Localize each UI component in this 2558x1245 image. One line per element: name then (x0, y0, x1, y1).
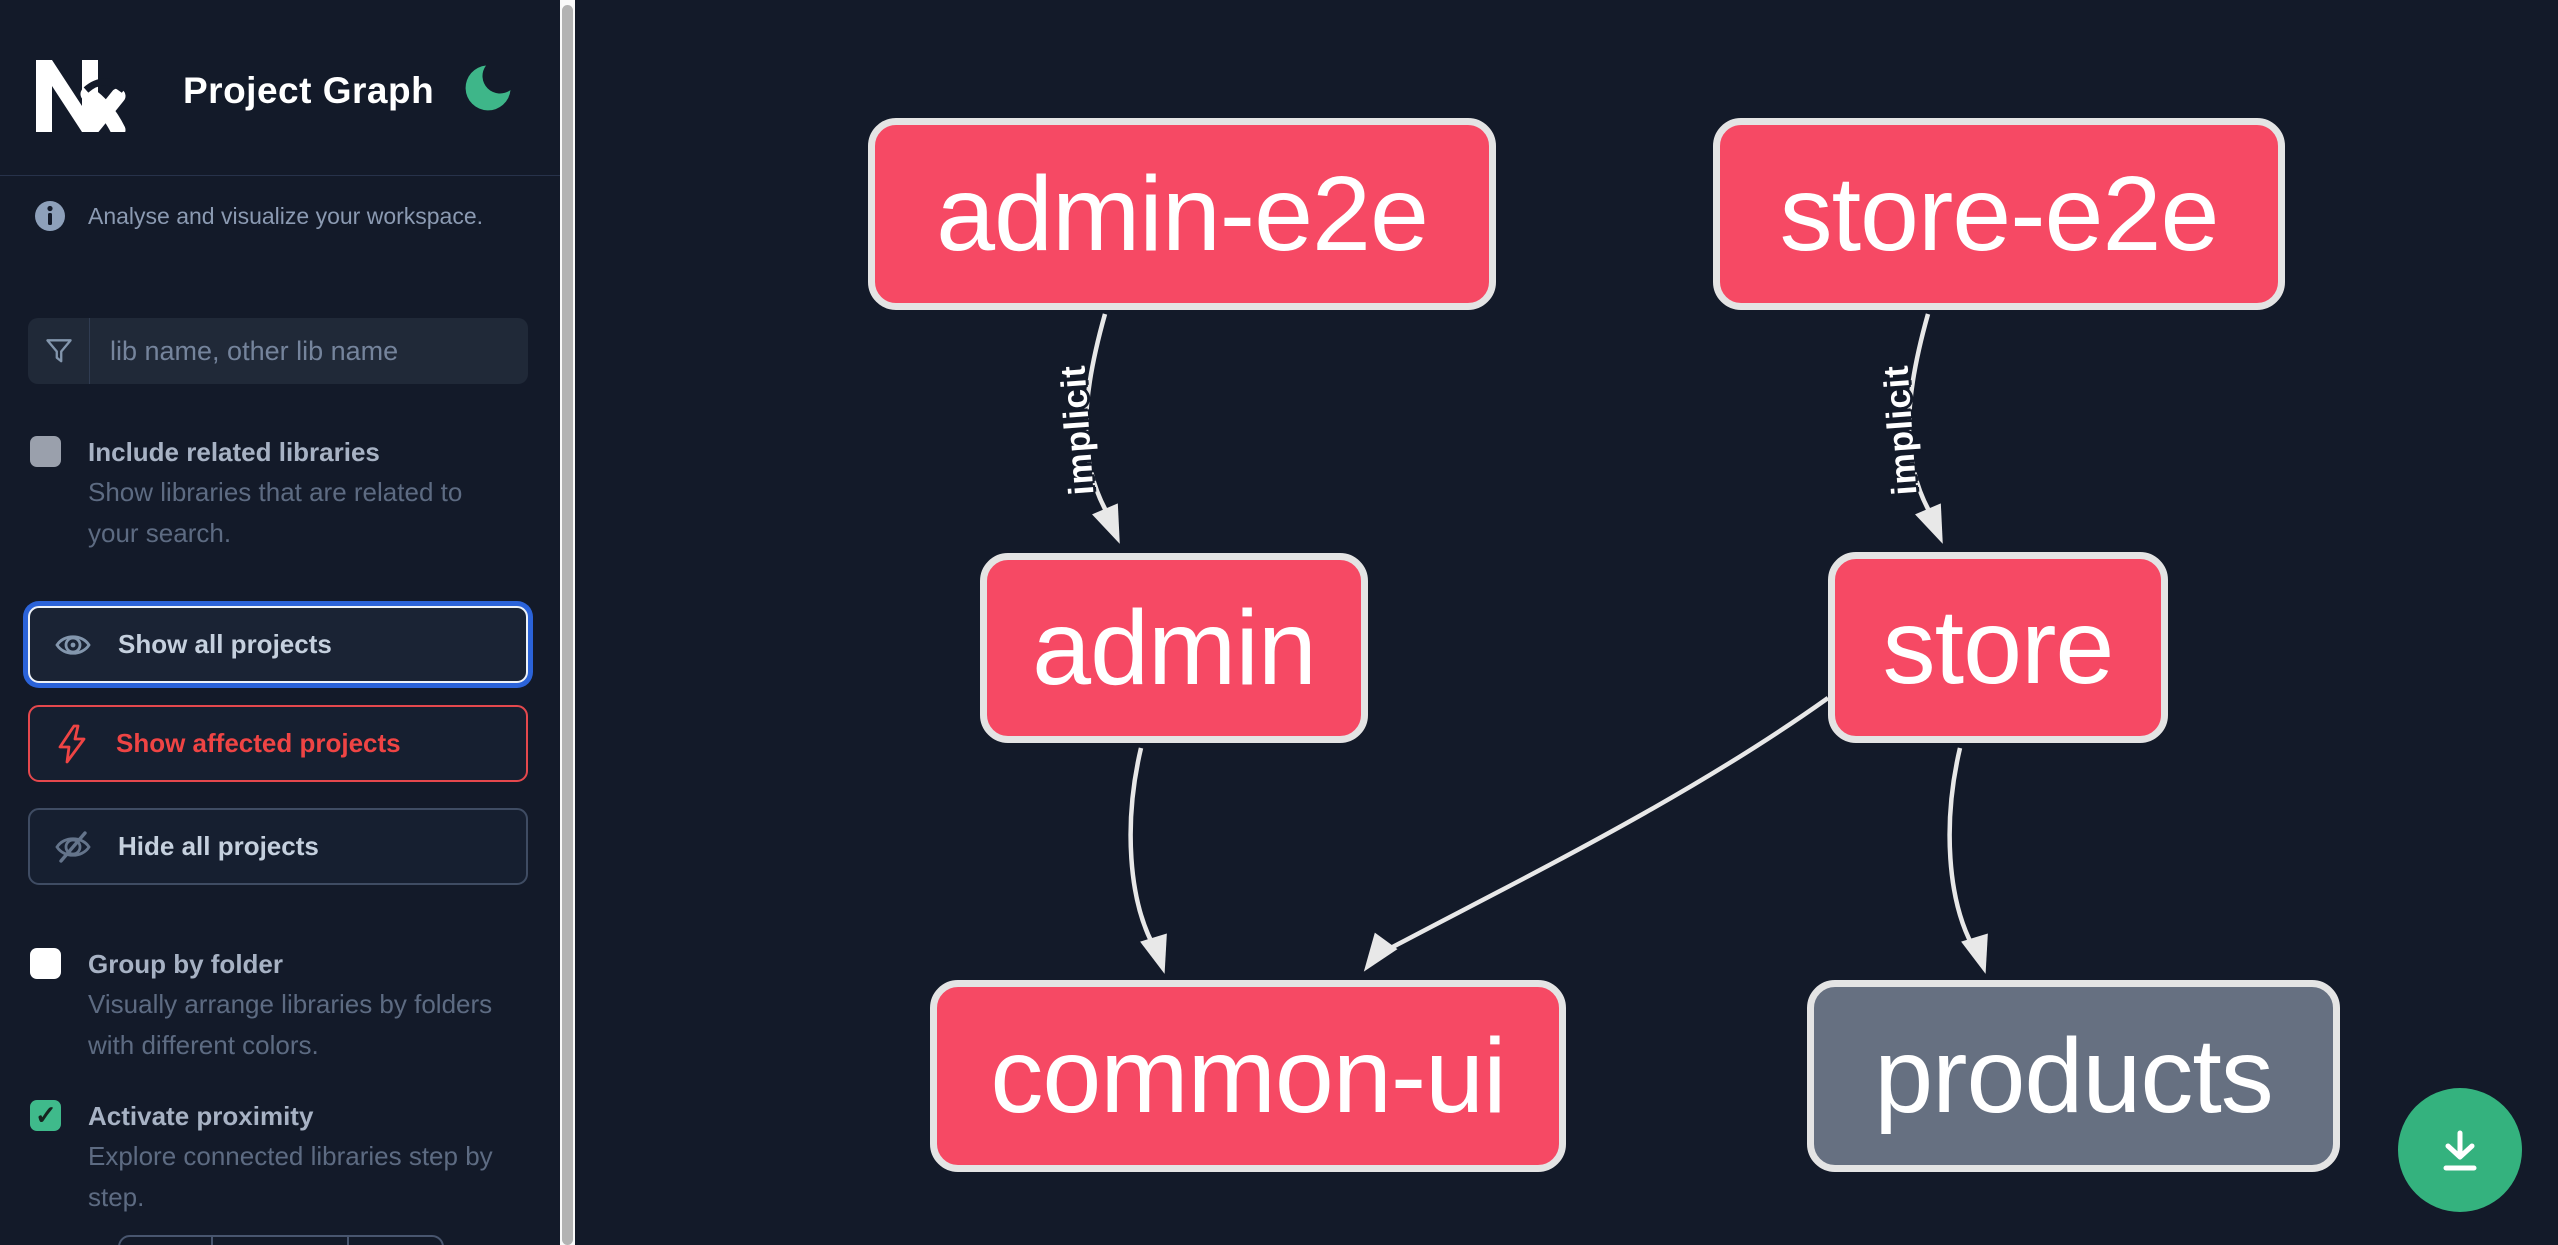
eye-off-icon (55, 830, 91, 863)
download-button[interactable] (2398, 1088, 2522, 1212)
toggle-label: Activate proximity (88, 1101, 314, 1131)
toggle-include-related[interactable]: Include related libraries Show libraries… (30, 432, 534, 554)
sidebar: Project Graph Analyse and visualize your… (0, 0, 560, 1245)
search-box (28, 318, 528, 384)
graph-node-common-ui[interactable]: common-ui (930, 980, 1566, 1172)
toggle-activate-proximity[interactable]: Activate proximity Explore connected lib… (30, 1096, 534, 1218)
toggle-description: Explore connected libraries step by step… (88, 1141, 493, 1212)
arrowhead (1092, 503, 1120, 544)
graph-node-store-e2e[interactable]: store-e2e (1713, 118, 2285, 310)
search-input[interactable] (90, 318, 528, 384)
checkbox-group-by-folder[interactable] (30, 948, 61, 979)
tagline-text: Analyse and visualize your workspace. (88, 202, 484, 229)
bolt-icon (58, 724, 86, 763)
sidebar-scrollbar[interactable] (560, 0, 575, 1245)
nx-logo-icon (36, 60, 127, 132)
button-label: Show all projects (118, 629, 332, 659)
stepper-decrement[interactable] (120, 1237, 213, 1245)
proximity-stepper[interactable] (118, 1235, 444, 1245)
show-all-projects-button[interactable]: Show all projects (28, 606, 528, 683)
arrowhead (1915, 503, 1943, 544)
page-title: Project Graph (183, 70, 435, 111)
graph-node-admin-e2e[interactable]: admin-e2e (868, 118, 1496, 310)
hide-all-projects-button[interactable]: Hide all projects (28, 808, 528, 885)
stepper-value (213, 1237, 350, 1245)
toggle-label: Group by folder (88, 949, 283, 979)
graph-node-store[interactable]: store (1828, 552, 2168, 743)
edge-store-e2e-store (1906, 313, 1937, 523)
edge-store-products (1947, 747, 1978, 954)
arrowhead (1140, 933, 1167, 974)
show-affected-projects-button[interactable]: Show affected projects (28, 705, 528, 782)
edge-store-common-ui (1385, 696, 1830, 952)
stepper-increment[interactable] (349, 1237, 442, 1245)
toggle-label: Include related libraries (88, 437, 380, 467)
scrollbar-thumb[interactable] (562, 5, 573, 1245)
graph-canvas[interactable]: implicit implicit admin-e2e store-e2e ad… (575, 0, 2558, 1245)
arrowhead (1961, 933, 1988, 974)
button-label: Show affected projects (116, 728, 401, 758)
toggle-description: Show libraries that are related to your … (88, 477, 463, 548)
graph-node-admin[interactable]: admin (980, 553, 1368, 743)
workspace-tagline: Analyse and visualize your workspace. (34, 200, 534, 232)
checkbox-include-related[interactable] (30, 436, 61, 467)
toggle-group-by-folder[interactable]: Group by folder Visually arrange librari… (30, 944, 534, 1066)
graph-edges (1083, 313, 1988, 974)
download-icon (2443, 1130, 2477, 1171)
graph-node-products[interactable]: products (1807, 980, 2340, 1172)
edge-admin-e2e-admin (1083, 313, 1114, 523)
checkbox-activate-proximity[interactable] (30, 1100, 61, 1131)
filter-icon (28, 318, 90, 384)
info-icon (35, 201, 65, 231)
edge-admin-common-ui (1128, 747, 1159, 954)
moon-icon (465, 65, 511, 110)
button-label: Hide all projects (118, 831, 319, 861)
sidebar-header: Project Graph (0, 0, 560, 176)
arrowhead (1363, 932, 1398, 972)
toggle-description: Visually arrange libraries by folders wi… (88, 989, 493, 1060)
theme-toggle-button[interactable] (452, 56, 524, 122)
eye-icon (55, 634, 91, 655)
